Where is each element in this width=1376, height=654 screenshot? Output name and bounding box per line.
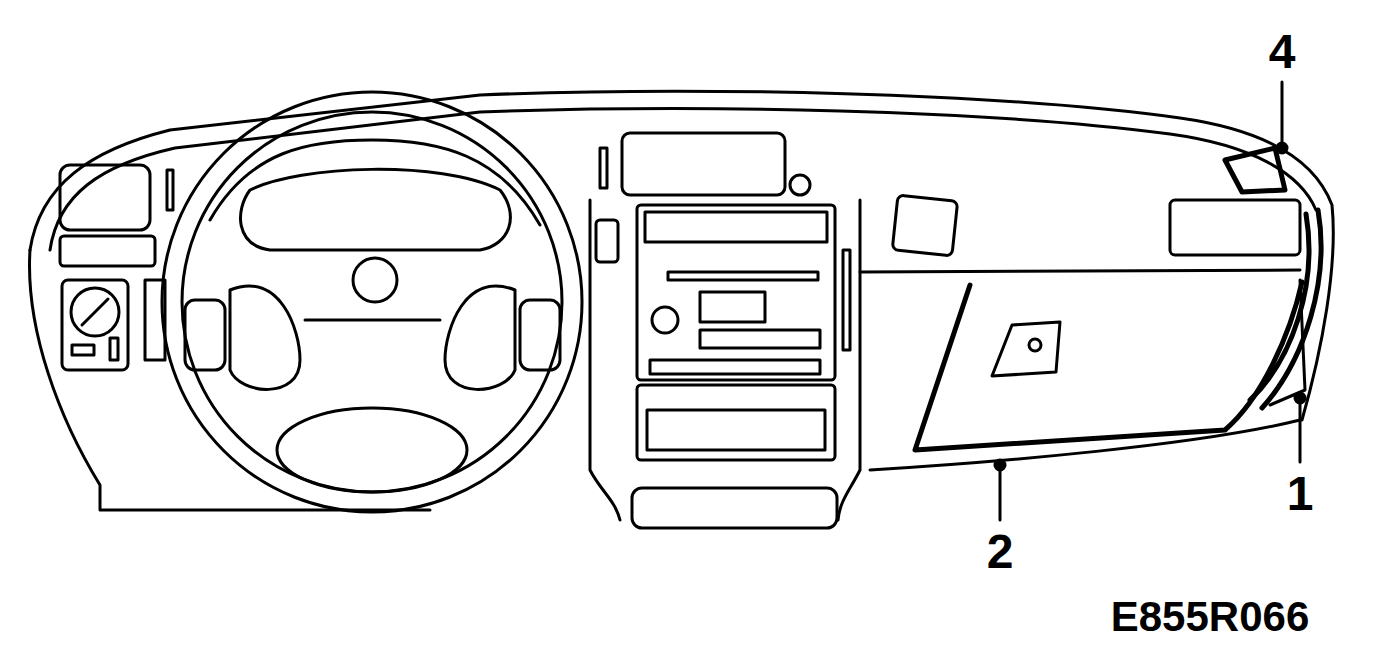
- spoke-button: [185, 300, 225, 370]
- wheel-lower-spoke: [277, 408, 467, 492]
- console-tray: [632, 488, 837, 528]
- dash-inner-edge: [50, 109, 1316, 250]
- radio-buttons: [700, 330, 820, 348]
- glovebox-outline: [915, 282, 1302, 450]
- wheel-hub-top: [210, 140, 540, 225]
- leader-dot: [1277, 143, 1287, 153]
- leader-dot: [1295, 393, 1305, 403]
- figure-code: E855R066: [1111, 596, 1310, 638]
- leader-dot: [995, 460, 1005, 470]
- hub-line: [305, 319, 440, 322]
- wheel-hub: [240, 169, 510, 250]
- callout-number: 1: [1287, 470, 1314, 518]
- callout-number: 2: [987, 528, 1014, 576]
- climate-panel: [637, 385, 835, 460]
- steering-wheel-rim: [162, 92, 582, 512]
- light-switch: [71, 288, 119, 336]
- end-seal: [1250, 210, 1321, 408]
- slot: [843, 250, 850, 350]
- slot: [167, 170, 173, 210]
- dash-mid-line: [860, 270, 1300, 272]
- spoke-button: [520, 300, 560, 370]
- center-vent: [622, 133, 785, 195]
- dash-outline: [30, 91, 1333, 420]
- sensor: [790, 175, 810, 195]
- left-spoke-buttons: [230, 286, 300, 389]
- passenger-vent: [892, 195, 957, 256]
- leader-line: [1281, 82, 1284, 146]
- button: [110, 338, 118, 360]
- horn-button: [353, 258, 397, 302]
- right-spoke-buttons: [445, 286, 515, 389]
- side-vent: [1225, 148, 1285, 192]
- climate-buttons: [647, 410, 825, 450]
- left-vent: [60, 165, 150, 230]
- dash-lower-right: [870, 420, 1300, 470]
- radio-face: [645, 212, 827, 242]
- callout-number: 4: [1269, 28, 1296, 76]
- volume-knob: [652, 307, 678, 333]
- dash-lower-left: [30, 250, 430, 510]
- left-panel: [60, 236, 155, 266]
- radio: [637, 205, 835, 380]
- cassette-slot: [668, 272, 818, 280]
- radio-buttons: [650, 360, 820, 374]
- airbag-cover: [1170, 200, 1300, 255]
- glovebox-lock: [1029, 339, 1041, 351]
- light-switch-grip: [82, 299, 108, 325]
- slot: [600, 148, 607, 188]
- leader-line: [1299, 400, 1302, 462]
- console-sides: [590, 200, 860, 520]
- radio-buttons: [700, 292, 765, 322]
- switch-panel: [62, 280, 128, 370]
- end-panel: [1270, 280, 1305, 405]
- button: [72, 345, 94, 355]
- glovebox-handle: [992, 322, 1060, 376]
- leader-line: [999, 467, 1002, 520]
- hazard-switch: [596, 220, 618, 262]
- steering-wheel-rim-inner: [182, 112, 562, 492]
